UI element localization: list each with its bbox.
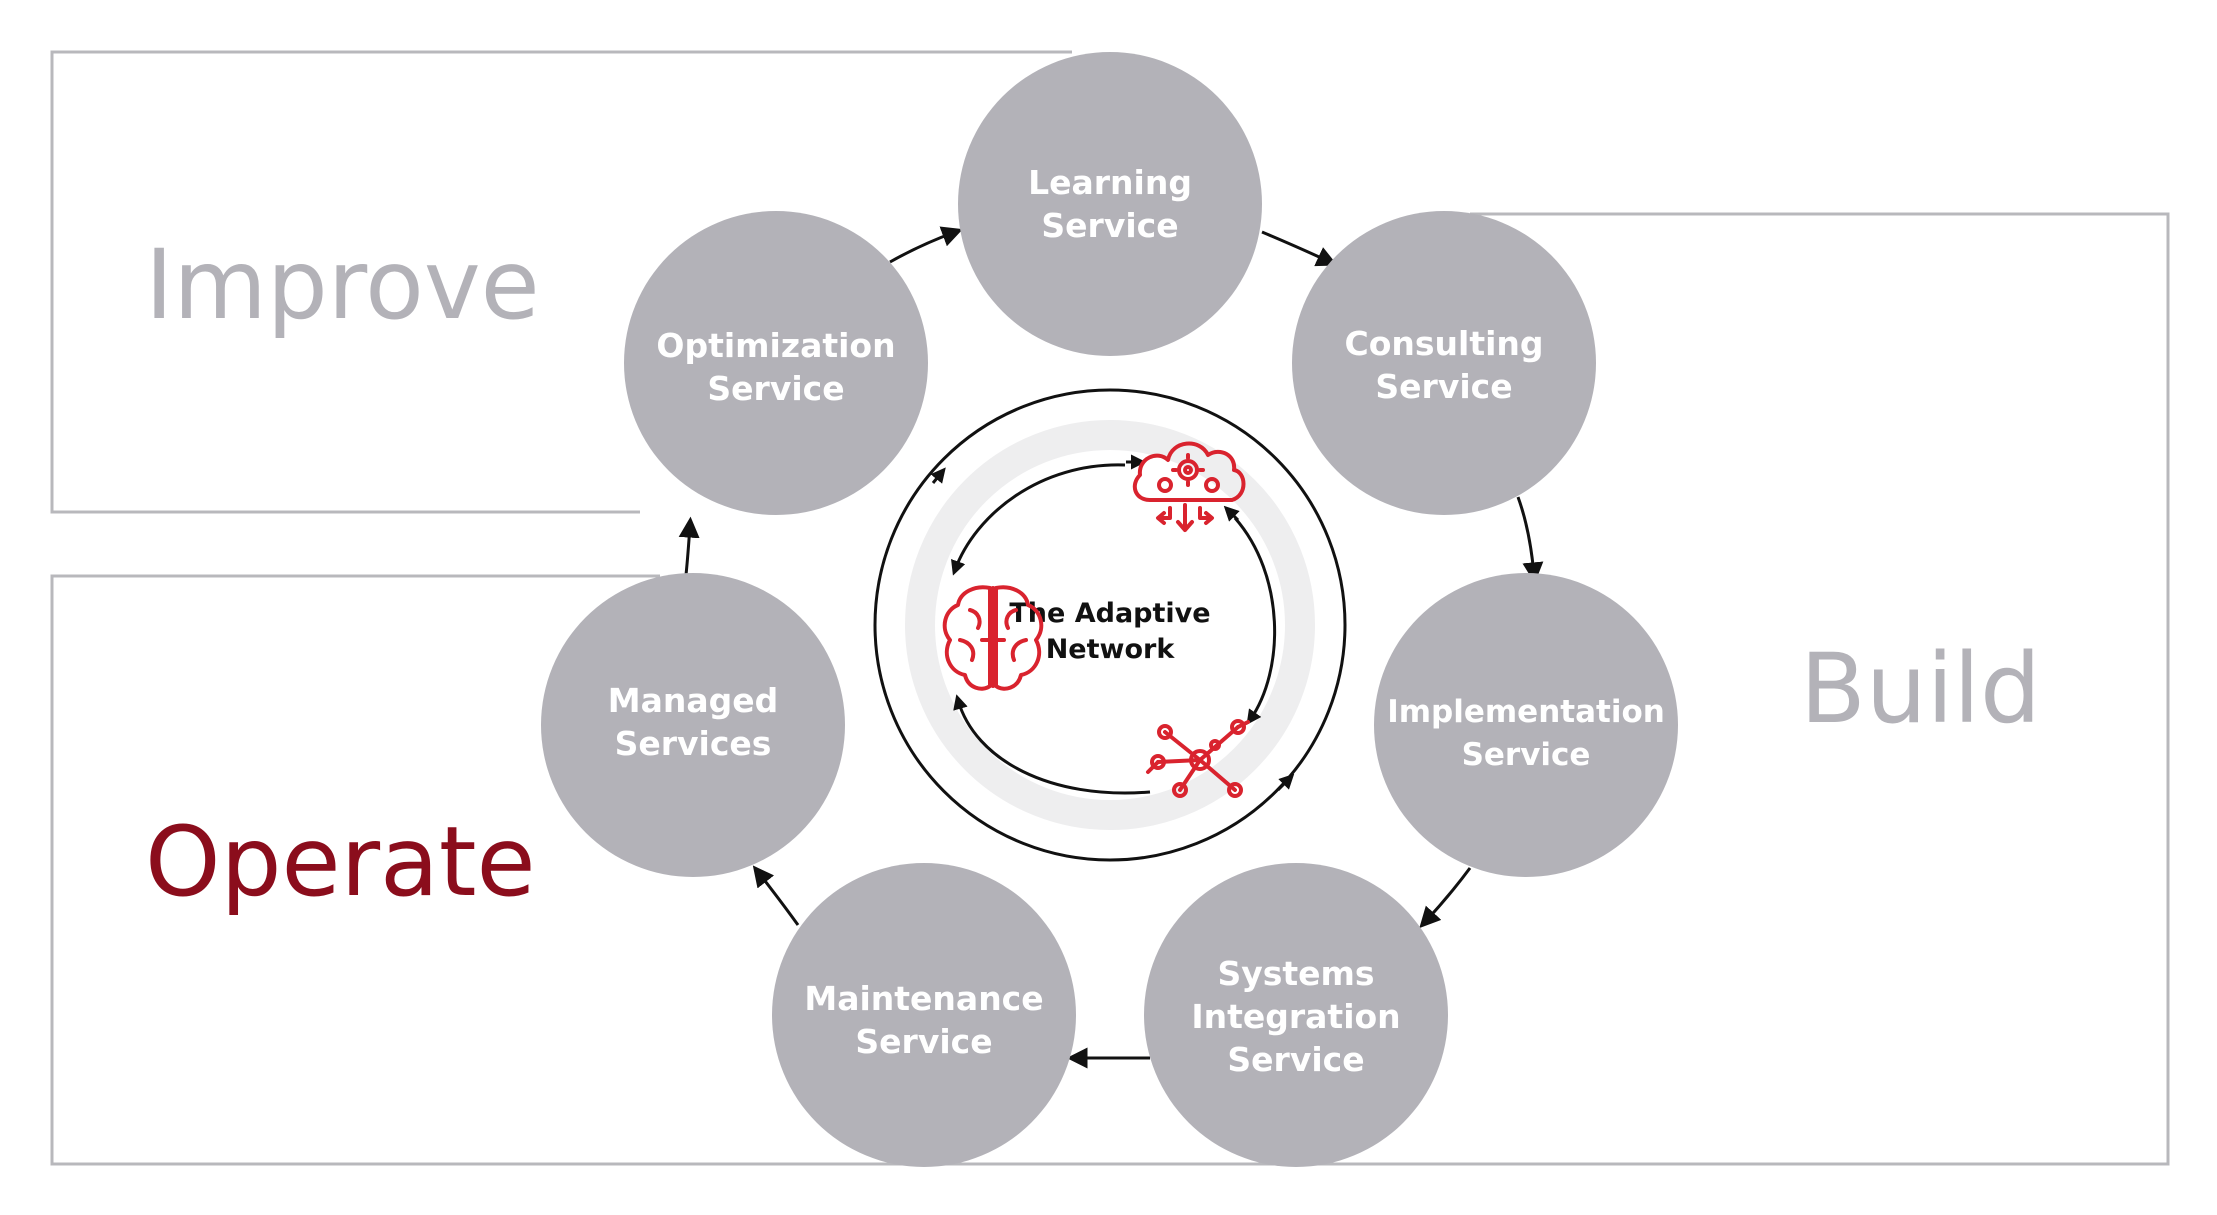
service-node-optimization: Optimization Service (624, 211, 928, 515)
svg-text:Managed: Managed (608, 681, 779, 720)
svg-text:Service: Service (855, 1022, 992, 1061)
network-nodes-icon (1146, 719, 1250, 798)
svg-text:Learning: Learning (1028, 163, 1192, 202)
phase-label-improve: Improve (145, 229, 540, 341)
svg-text:Implementation: Implementation (1387, 694, 1665, 730)
operate-frame (50, 574, 1300, 1166)
svg-text:Services: Services (615, 724, 772, 763)
phase-label-build: Build (1800, 633, 2041, 745)
brain-icon (942, 585, 1044, 691)
service-cycle-arrows (678, 226, 1544, 1069)
service-node-managed: Managed Services (541, 573, 845, 877)
service-node-implementation: Implementation Service (1374, 573, 1678, 877)
phase-label-operate: Operate (145, 806, 536, 918)
svg-text:Service: Service (1227, 1040, 1364, 1079)
svg-text:Maintenance: Maintenance (804, 979, 1043, 1018)
cloud-gears-icon (1132, 441, 1246, 532)
svg-text:Service: Service (1462, 737, 1591, 773)
center-title-line2: Network (1046, 634, 1176, 665)
improve-frame (50, 50, 1072, 514)
build-frame (1290, 212, 2170, 1166)
service-node-maintenance: Maintenance Service (772, 863, 1076, 1167)
svg-text:Service: Service (1041, 206, 1178, 245)
service-node-systems-integration: Systems Integration Service (1144, 863, 1448, 1167)
svg-text:Optimization: Optimization (656, 326, 895, 365)
svg-text:Integration: Integration (1191, 997, 1400, 1036)
svg-text:Service: Service (707, 369, 844, 408)
service-node-consulting: Consulting Service (1292, 211, 1596, 515)
svg-text:Consulting: Consulting (1344, 324, 1543, 363)
service-node-learning: Learning Service (958, 52, 1262, 356)
svg-text:Systems: Systems (1217, 954, 1374, 993)
svg-text:Service: Service (1375, 367, 1512, 406)
